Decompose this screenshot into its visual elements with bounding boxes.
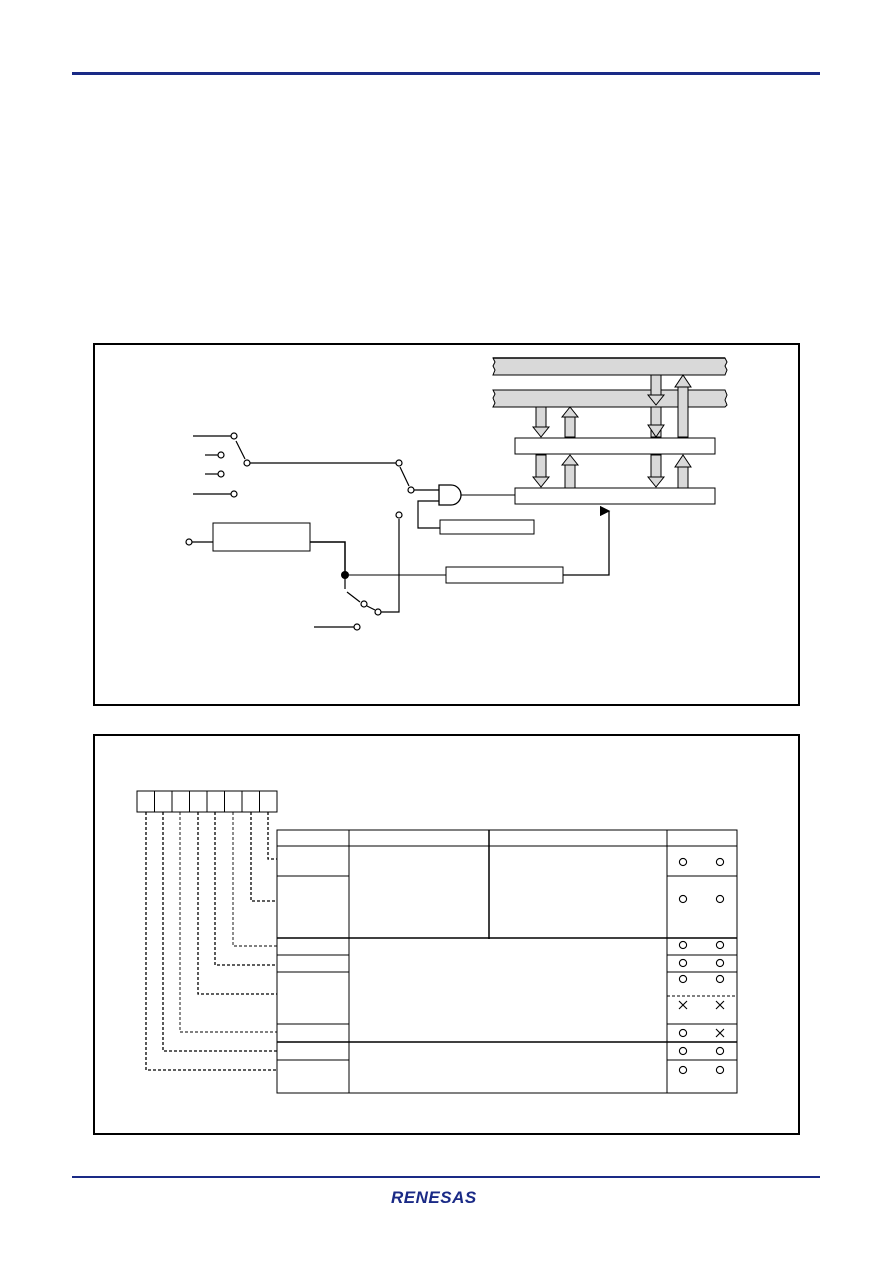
mark-circle-icon xyxy=(678,857,688,867)
switch-contact-icon xyxy=(217,470,225,478)
switch-contact-icon xyxy=(230,432,238,440)
mark-circle-icon xyxy=(678,894,688,904)
and-gate-icon xyxy=(438,484,462,506)
switch-contact-icon xyxy=(243,459,251,467)
mark-circle-icon xyxy=(678,940,688,950)
mark-circle-icon xyxy=(715,1046,725,1056)
register-table-diagram xyxy=(136,790,738,1094)
table-marks xyxy=(678,857,725,1075)
mark-circle-icon xyxy=(678,974,688,984)
switch-contact-icon xyxy=(395,459,403,467)
block-diagram xyxy=(185,357,728,631)
register-block-lower xyxy=(514,487,716,505)
mark-circle-icon xyxy=(678,1046,688,1056)
data-bus-lower xyxy=(492,389,728,408)
logo-text: RENESAS xyxy=(391,1188,477,1207)
switch-contact-icon xyxy=(353,623,361,631)
switch-contact-icon xyxy=(374,608,382,616)
register-block-upper xyxy=(514,437,716,455)
data-bus-upper xyxy=(492,357,728,376)
mark-cross-icon xyxy=(715,1028,725,1038)
header-rule xyxy=(72,72,820,75)
register-bit-boxes xyxy=(136,790,278,813)
bit-leader-lines xyxy=(145,812,277,1071)
mark-circle-icon xyxy=(678,1065,688,1075)
mark-circle-icon xyxy=(715,857,725,867)
bit-function-table xyxy=(276,829,738,1094)
mark-circle-icon xyxy=(715,974,725,984)
input-block xyxy=(212,522,311,552)
control-block-small xyxy=(439,519,535,535)
switch-contact-icon xyxy=(407,486,415,494)
mark-circle-icon xyxy=(678,958,688,968)
mark-cross-icon xyxy=(715,1000,725,1010)
switch-contact-icon xyxy=(395,511,403,519)
input-terminal-icon xyxy=(185,538,193,546)
register-table-figure xyxy=(93,734,800,1135)
mark-circle-icon xyxy=(678,1028,688,1038)
renesas-logo: RENESAS xyxy=(391,1188,477,1207)
mark-circle-icon xyxy=(715,958,725,968)
switch-contact-icon xyxy=(360,600,368,608)
mark-circle-icon xyxy=(715,894,725,904)
input-selector-switch xyxy=(193,432,439,519)
bus-arrow-icon xyxy=(531,374,692,490)
mark-cross-icon xyxy=(678,1000,688,1010)
switch-contact-icon xyxy=(217,451,225,459)
block-diagram-figure xyxy=(93,343,800,706)
gate-feedback-line xyxy=(417,500,440,529)
mark-circle-icon xyxy=(715,940,725,950)
timer-block xyxy=(445,566,564,584)
switch-contact-icon xyxy=(230,490,238,498)
mark-circle-icon xyxy=(715,1065,725,1075)
footer-rule xyxy=(72,1176,820,1178)
